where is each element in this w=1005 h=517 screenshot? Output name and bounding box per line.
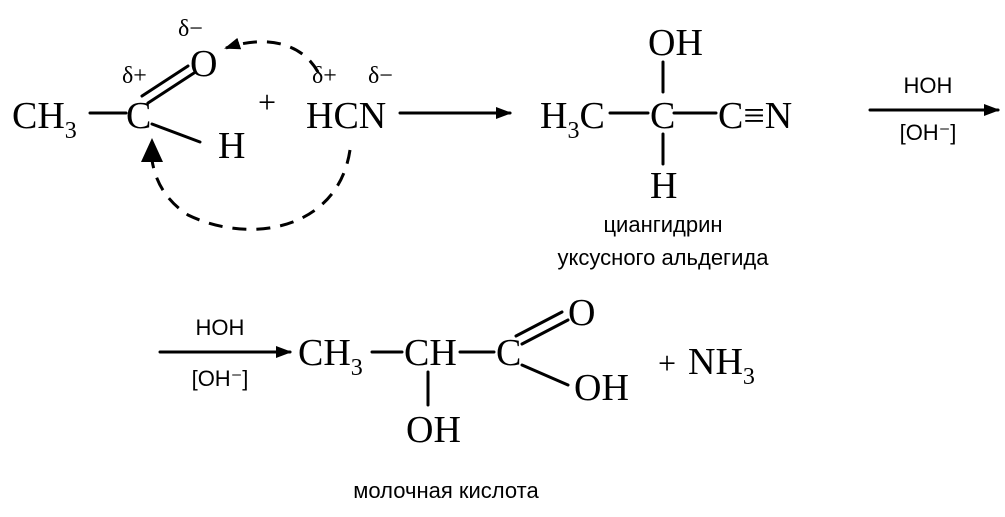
oxygen-delta-minus: δ− — [178, 16, 203, 42]
lactic-oxygen: O — [568, 292, 595, 334]
lactic-oh-right: OH — [574, 367, 629, 409]
electron-arrow-bottom-head — [141, 138, 163, 162]
lactic-acid-name: молочная кислота — [353, 478, 539, 503]
plus-sign-1: + — [258, 84, 276, 120]
arrow2-reagent: HOH — [904, 73, 953, 98]
electron-arrow-top — [224, 37, 320, 73]
cyanohydrin-nitrile: C≡N — [718, 95, 792, 137]
arrow3-reagent: HOH — [196, 315, 245, 340]
acetaldehyde-hydrogen: H — [218, 125, 245, 167]
bond-c-oh-right — [520, 363, 570, 387]
acetaldehyde-carbon: C — [126, 95, 151, 137]
lactic-ch: CH — [404, 332, 457, 374]
arrow2-catalyst: [OH⁻] — [900, 120, 957, 145]
plus-sign-2: + — [658, 345, 676, 381]
cyanohydrin-name-line2: уксусного альдегида — [558, 245, 770, 270]
bond-c-o-double-1 — [514, 310, 564, 338]
bond-c-o-2 — [146, 71, 196, 105]
acetaldehyde-ch3: CH3 — [12, 95, 77, 144]
ammonia: NH3 — [688, 341, 755, 390]
cyanohydrin-carbon: C — [650, 95, 675, 137]
cyanohydrin-h3c: H3C — [540, 95, 605, 144]
cyanohydrin-name-line1: циангидрин — [603, 212, 722, 237]
electron-arrow-bottom — [150, 149, 352, 231]
cyanohydrin-oh: OH — [648, 22, 703, 64]
arrow3-catalyst: [OH⁻] — [192, 366, 249, 391]
hcn-formula: HCN — [306, 95, 386, 137]
bond-c-o-1 — [140, 64, 190, 98]
hcn-delta-minus: δ− — [368, 63, 393, 89]
cyanohydrin-h: H — [650, 165, 677, 207]
bond-c-o-double-2 — [520, 318, 570, 346]
lactic-oh-bottom: OH — [406, 409, 461, 451]
bond-c-h — [150, 122, 202, 144]
carbon-delta-plus: δ+ — [122, 63, 147, 89]
lactic-ch3: CH3 — [298, 332, 363, 381]
acetaldehyde-oxygen: O — [190, 43, 217, 85]
lactic-carbon: C — [496, 332, 521, 374]
